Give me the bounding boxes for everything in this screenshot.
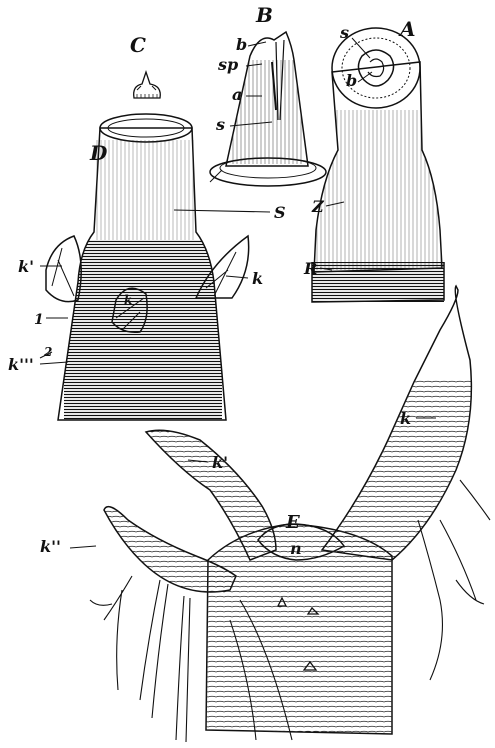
label-d-k-triple-prime: k''' [8,355,34,374]
label-e-k-double-prime: k'' [40,537,61,556]
figure-c-bud [134,72,161,98]
label-b-a: a [232,85,242,104]
label-b: B [255,3,273,27]
figure-d-stem [46,114,249,420]
label-a-s: s [339,23,349,42]
label-a-r: R [303,259,317,278]
label-c: C [130,33,146,57]
label-d-s: S [274,203,286,222]
label-d-1: 1 [34,312,44,328]
label-d-k-inner: k [124,293,132,307]
label-e-n: n [290,539,302,558]
figure-a-stem [312,28,444,302]
label-d: D [89,141,108,165]
label-b-b: b [236,35,247,54]
label-d-2: 2 [43,345,52,359]
label-b-sp: sp [217,55,238,74]
label-a: A [398,17,416,41]
label-b-s: s [215,115,225,134]
label-e-k-prime: k' [212,453,228,472]
label-d-k-prime: k' [18,257,34,276]
label-a-b: b [346,71,357,90]
label-d-k-right: k [252,269,263,288]
label-a-z: Z [311,197,325,216]
label-e: E [285,512,300,533]
label-e-k: k [400,409,411,428]
